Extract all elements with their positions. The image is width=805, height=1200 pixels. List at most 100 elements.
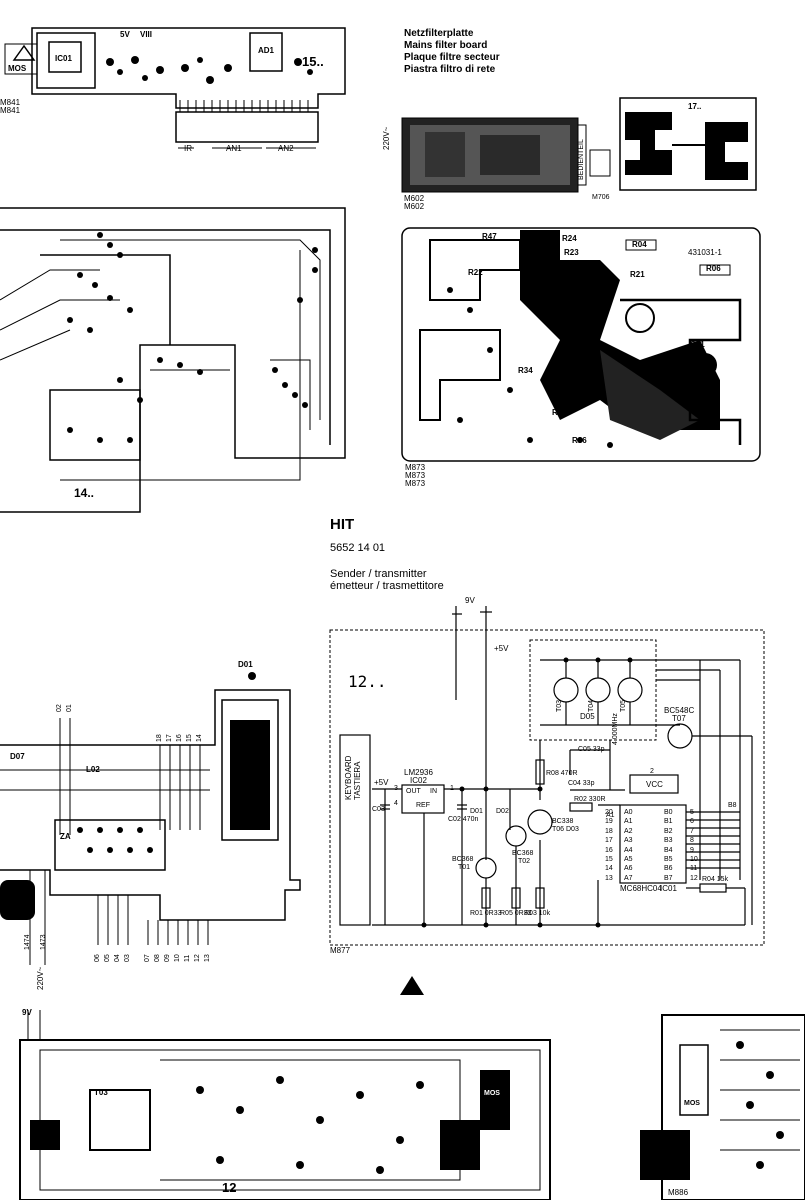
mos-label: MOS (8, 64, 27, 73)
c05-label: C05 33p (578, 746, 605, 753)
a-pin: A3 (624, 837, 633, 845)
bottom-label: 06 (94, 954, 101, 962)
top-label: 16 (176, 734, 183, 742)
m873-id: M873 (405, 479, 426, 488)
b-num: 7 (690, 827, 694, 835)
t05-label: T05 (620, 699, 627, 712)
board-14-traces (0, 239, 321, 481)
sig-1474: 1474 (24, 934, 31, 950)
part-r22: R22 (468, 268, 483, 277)
b-pin: B0 (664, 809, 673, 816)
bottom-mos: MOS (484, 1090, 500, 1097)
a-num: 14 (605, 865, 613, 873)
warning-triangle-icon-2 (400, 976, 424, 995)
b-pin: B1 (664, 818, 673, 826)
pin-4: 4 (394, 800, 398, 807)
ic02-in: IN (430, 788, 437, 795)
schematic-board-id: M877 (330, 946, 351, 955)
part-r04: R04 (632, 240, 647, 249)
m886-id: M886 (668, 1188, 689, 1197)
b-pin: B6 (664, 865, 673, 873)
a-num: 20 (605, 809, 613, 816)
t01-type: BC368 (452, 856, 474, 863)
t07-type: BC548C (664, 706, 695, 715)
battery-label: 9V (465, 596, 475, 605)
ad-label: AD1 (258, 46, 275, 55)
r04-label: R04 15k (702, 876, 729, 883)
mains-caption-fr: Plaque filtre secteur (404, 52, 500, 63)
c02-label: C02 470n (448, 816, 479, 823)
bottom-label: 12 (194, 954, 201, 962)
a-pin: A0 (624, 809, 633, 816)
a-pin: A7 (624, 874, 633, 882)
top-label: 01 (66, 704, 73, 712)
part-r21: R21 (630, 270, 645, 279)
a-num-list: 20 19 18 17 16 15 14 13 (605, 808, 613, 883)
a-pin: A1 (624, 818, 633, 826)
b-num: 9 (690, 846, 694, 854)
part-r24: R24 (562, 234, 577, 243)
mains-board-id: M602 (404, 194, 425, 203)
bottom-label: 09 (164, 954, 171, 962)
part-c01: C01 (690, 340, 705, 349)
t02-ref: T02 (518, 858, 531, 865)
b-pin: B3 (664, 837, 673, 845)
bottom-label: 07 (144, 954, 151, 962)
a-pin: A2 (624, 827, 633, 835)
ic02-ref: IC02 (410, 776, 427, 785)
schematic-dots (421, 657, 633, 928)
board-12-number: 12.. (348, 672, 387, 691)
keyboard-label: KEYBOARD TASTIERA (344, 755, 362, 800)
bottom-board-number: 12 (222, 1180, 237, 1195)
l02-label: L02 (86, 765, 100, 774)
t06-type: BC338 (552, 818, 574, 825)
r02-label: R02 330R (574, 796, 606, 803)
bedienteil-label: BEDIENTEIL (578, 139, 585, 180)
ic01-ref: IC01 (660, 884, 677, 893)
board-17-number: 17.. (688, 102, 702, 111)
schematic-frame (329, 629, 765, 946)
t07-ref: T07 (672, 714, 686, 723)
port-an2: AN2 (278, 144, 294, 153)
board-bottom-right (640, 1014, 805, 1200)
part-r47: R47 (482, 232, 497, 241)
bottom-label: 05 (104, 954, 111, 962)
part-r36: R36 (572, 436, 587, 445)
supply-5v: +5V (494, 644, 509, 653)
board-left-mid-blobs (0, 672, 270, 920)
c03-label: C03 (372, 806, 385, 813)
part-r23: R23 (564, 248, 579, 257)
board-m873 (401, 227, 761, 462)
a-num: 19 (605, 818, 613, 826)
supply-5v-2: +5V (374, 778, 389, 787)
board-14-number: 14.. (74, 486, 95, 500)
roman-label: VIII (140, 30, 153, 39)
board-number: 15.. (302, 54, 324, 69)
d02-label: D02 (496, 808, 509, 815)
b-num: 5 (690, 809, 694, 816)
a-num: 16 (605, 846, 613, 854)
top-label: 18 (156, 734, 163, 742)
a-num: 17 (605, 837, 613, 845)
vcc-label: VCC (646, 780, 663, 789)
b-pin: B2 (664, 827, 673, 835)
port-ir: IR (184, 144, 192, 153)
b-num: 12 (690, 874, 698, 882)
hit-title: HIT (330, 516, 355, 533)
b-num: 10 (690, 856, 698, 864)
a-num: 18 (605, 827, 613, 835)
part-r35: R35 (552, 408, 567, 417)
r08-label: R08 470R (546, 770, 578, 777)
mains-caption-de: Netzfilterplatte (404, 28, 474, 39)
board-15-pins (178, 100, 316, 149)
board-17 (589, 97, 757, 191)
bottom-label: 11 (184, 954, 191, 962)
bottom-t03: T03 (94, 1088, 108, 1097)
mains-filter-board (401, 117, 587, 193)
supply-label: 5V (120, 30, 130, 39)
m886-mos: MOS (684, 1100, 700, 1107)
schematic-wires (339, 606, 753, 926)
r01-label: R01 0R33 (470, 910, 502, 917)
b-num-list: 5 6 7 8 9 10 11 12 (690, 808, 698, 883)
